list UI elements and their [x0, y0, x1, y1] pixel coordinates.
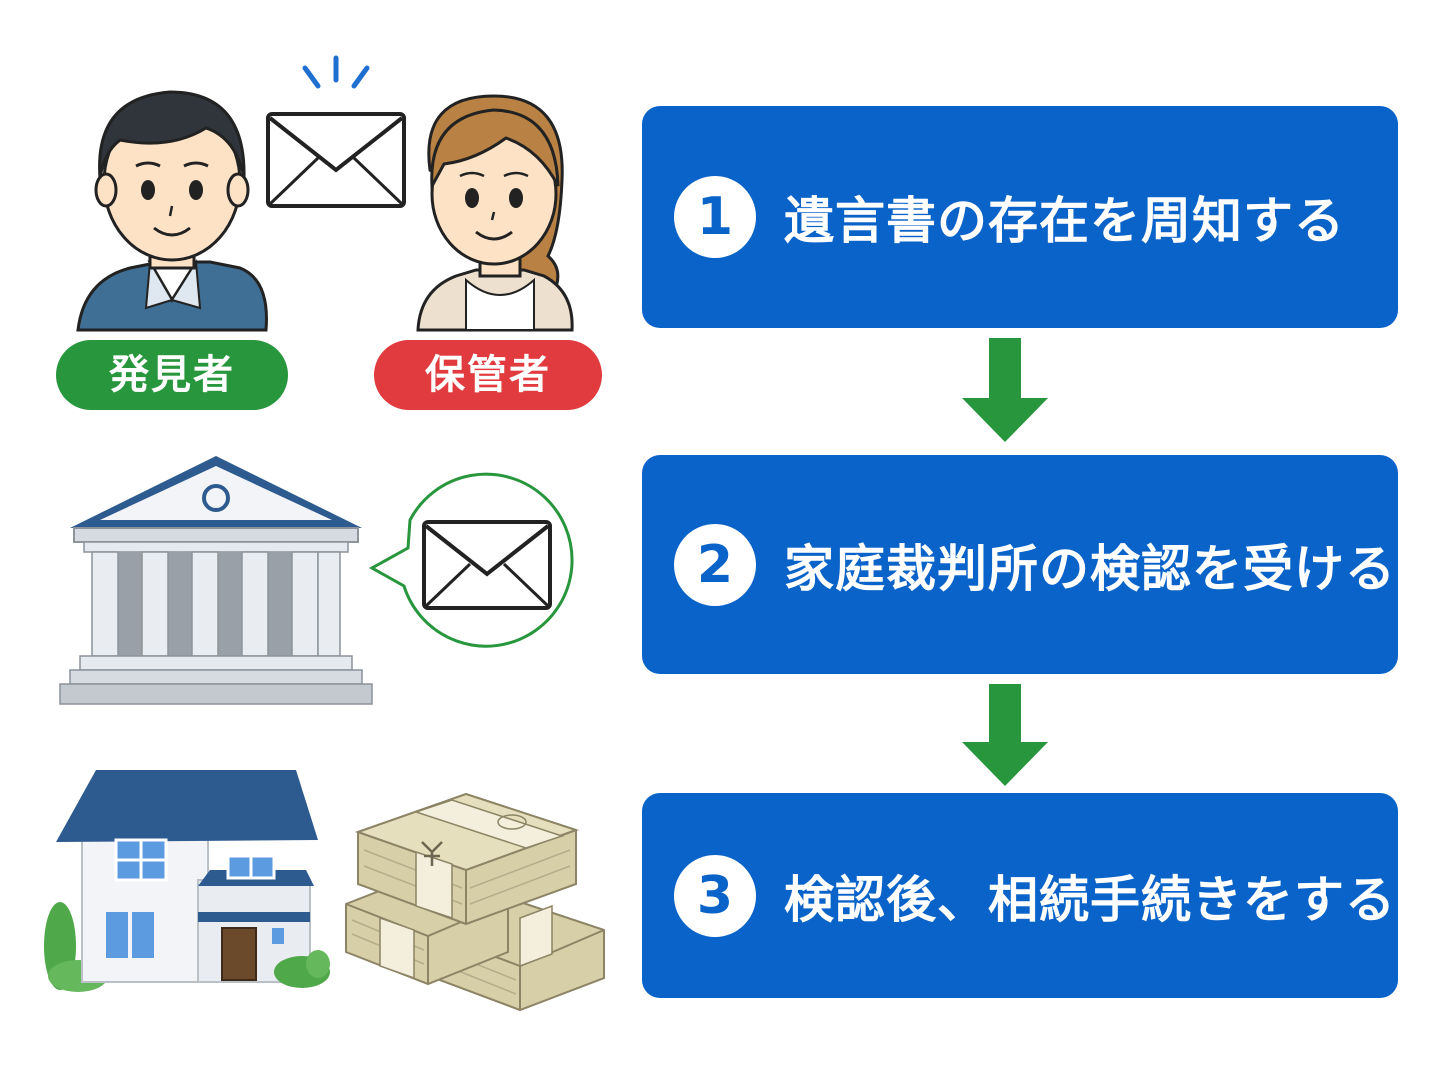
speech-bubble-icon [368, 472, 574, 648]
arrow-down-icon [962, 684, 1048, 786]
arrow-down-icon [962, 338, 1048, 442]
step-1-number: 1 [674, 176, 756, 258]
illustrations [44, 55, 605, 1012]
step-3-box: 3 検認後、相続手続きをする [642, 793, 1398, 998]
step-2-number: 2 [674, 523, 756, 606]
envelope-icon [266, 55, 406, 208]
man-icon [76, 90, 268, 332]
step-2-label: 家庭裁判所の検認を受ける [784, 539, 1396, 598]
woman-icon [416, 94, 574, 332]
finder-badge: 発見者 [56, 340, 288, 410]
house-icon [44, 770, 330, 992]
keeper-badge: 保管者 [374, 340, 602, 410]
step-1-label: 遺言書の存在を周知する [784, 192, 1345, 250]
step-3-number: 3 [674, 854, 756, 937]
step-2-box: 2 家庭裁判所の検認を受ける [642, 455, 1398, 674]
step-1-box: 1 遺言書の存在を周知する [642, 106, 1398, 328]
courthouse-icon [59, 456, 373, 705]
money-stack-icon [345, 792, 605, 1012]
step-3-label: 検認後、相続手続きをする [784, 870, 1396, 929]
